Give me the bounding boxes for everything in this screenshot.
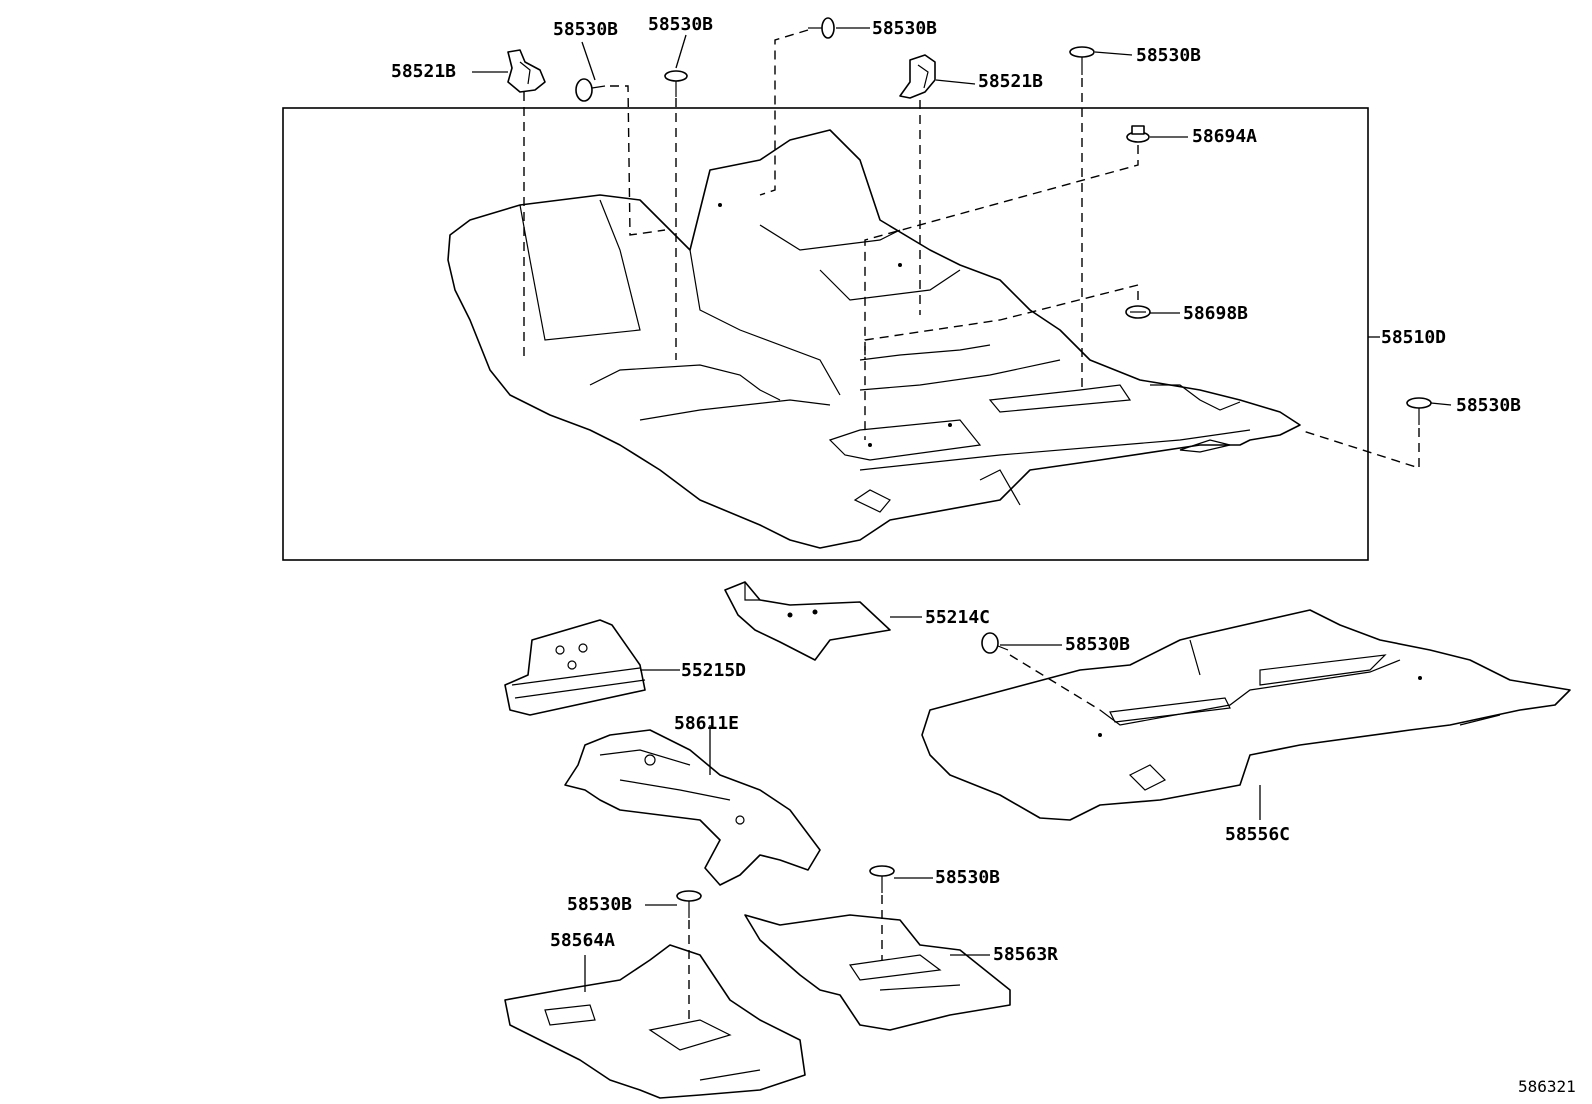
- label-58530B-f: 58530B: [1065, 634, 1130, 655]
- clip-58521B-left: [507, 49, 546, 93]
- floor-carpet-main: [447, 129, 1301, 549]
- fastener-58530B-f: [981, 632, 1009, 654]
- nut-58694A: [1126, 125, 1150, 143]
- label-58694A: 58694A: [1192, 126, 1257, 147]
- fastener-58530B-c: [808, 17, 835, 39]
- label-58530B-e: 58530B: [1456, 395, 1521, 416]
- diagram-id: 586321: [1518, 1077, 1576, 1096]
- label-55215D: 55215D: [681, 660, 746, 681]
- part-58611E-insulator: [564, 729, 821, 886]
- label-55214C: 55214C: [925, 607, 990, 628]
- part-labels: 58530B 58530B 58530B 58530B 58521B 58521…: [391, 14, 1576, 1096]
- fastener-58530B-e: [1406, 397, 1432, 425]
- fastener-58530B-g: [676, 890, 702, 918]
- label-58530B-h: 58530B: [935, 867, 1000, 888]
- fastener-58530B-d: [1069, 46, 1095, 75]
- part-55215D-panel: [504, 619, 646, 716]
- installation-lines: [523, 29, 1420, 1020]
- clip-58698B: [1125, 305, 1151, 319]
- label-58563R: 58563R: [993, 944, 1058, 965]
- part-58556C-rear-carpet: [921, 609, 1571, 821]
- label-58510D: 58510D: [1381, 327, 1446, 348]
- label-58521B-b: 58521B: [978, 71, 1043, 92]
- fastener-58530B-a: [575, 78, 606, 102]
- label-58530B-g: 58530B: [567, 894, 632, 915]
- label-58530B-b: 58530B: [648, 14, 713, 35]
- label-58556C: 58556C: [1225, 824, 1290, 845]
- label-58530B-a: 58530B: [553, 19, 618, 40]
- fastener-58530B-b: [664, 70, 688, 97]
- part-58564A-pad: [504, 944, 806, 1099]
- label-58530B-c: 58530B: [872, 18, 937, 39]
- leader-lines: [472, 27, 1452, 992]
- label-58521B-a: 58521B: [391, 61, 456, 82]
- part-58563R-pad: [744, 914, 1011, 1031]
- label-58698B: 58698B: [1183, 303, 1248, 324]
- label-58530B-d: 58530B: [1136, 45, 1201, 66]
- part-55214C-panel: [724, 581, 891, 661]
- label-58564A: 58564A: [550, 930, 615, 951]
- label-58611E: 58611E: [674, 713, 739, 734]
- fastener-58530B-h: [869, 865, 895, 893]
- assembly-frame: [282, 107, 1369, 561]
- clip-58521B-right: [899, 54, 936, 99]
